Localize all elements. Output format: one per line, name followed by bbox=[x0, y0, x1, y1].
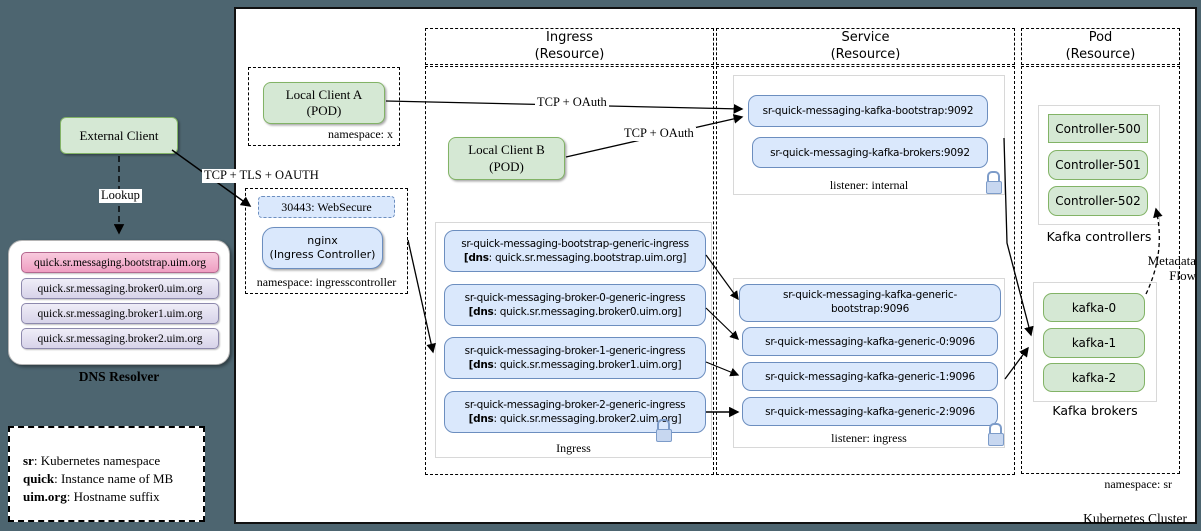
local-client-a-node: Local Client A (POD) bbox=[263, 82, 385, 124]
tcp-oauth-label-a: TCP + OAuth bbox=[535, 95, 609, 110]
lookup-edge-label: Lookup bbox=[99, 188, 142, 203]
kafka-0-pod: kafka-0 bbox=[1043, 293, 1145, 322]
dns-resolver-panel: quick.sr.messaging.bootstrap.uim.org qui… bbox=[8, 240, 230, 365]
lock-icon bbox=[988, 423, 1004, 446]
namespace-ingresscontroller-label: namespace: ingresscontroller bbox=[256, 275, 397, 289]
column-header-pod: Pod (Resource) bbox=[1021, 28, 1180, 65]
service-node-generic-2-9096: sr-quick-messaging-kafka-generic-2:9096 bbox=[742, 397, 998, 426]
pod-label: Controller-502 bbox=[1055, 194, 1141, 208]
nodeport-websecure-label: 30443: WebSecure bbox=[281, 199, 372, 214]
controller-502-pod: Controller-502 bbox=[1048, 186, 1148, 216]
ingress-rule-broker-2: sr-quick-messaging-broker-2-generic-ingr… bbox=[444, 391, 706, 433]
ingress-rule-dns: [dns: quick.sr.messaging.bootstrap.uim.o… bbox=[463, 252, 687, 264]
ingress-rule-name: sr-quick-messaging-broker-0-generic-ingr… bbox=[464, 291, 686, 304]
service-node-label: sr-quick-messaging-kafka-generic-1:9096 bbox=[765, 370, 975, 383]
controller-500-pod: Controller-500 bbox=[1048, 114, 1148, 143]
ingress-rule-broker-1: sr-quick-messaging-broker-1-generic-ingr… bbox=[444, 337, 706, 379]
ingress-header-line2: (Resource) bbox=[534, 46, 605, 62]
service-node-label-line1: sr-quick-messaging-kafka-generic- bbox=[782, 289, 958, 302]
service-node-label: sr-quick-messaging-kafka-generic-0:9096 bbox=[765, 335, 975, 348]
service-node-generic-bootstrap-9096: sr-quick-messaging-kafka-generic- bootst… bbox=[739, 284, 1001, 322]
kafka-1-pod: kafka-1 bbox=[1043, 328, 1145, 358]
lock-icon bbox=[986, 171, 1002, 194]
pod-header-line2: (Resource) bbox=[1065, 46, 1136, 62]
listener-internal-label: listener: internal bbox=[829, 178, 909, 192]
namespace-sr-label: namespace: sr bbox=[1104, 477, 1172, 491]
service-node-generic-1-9096: sr-quick-messaging-kafka-generic-1:9096 bbox=[742, 362, 998, 391]
legend-panel: sr: Kubernetes namespace quick: Instance… bbox=[8, 426, 205, 522]
ingress-group-label: Ingress bbox=[556, 441, 591, 455]
listener-ingress-label: listener: ingress bbox=[831, 431, 907, 445]
local-client-b-line1: Local Client B bbox=[468, 142, 545, 158]
pod-header-line1: Pod bbox=[1088, 29, 1113, 45]
local-client-b-node: Local Client B (POD) bbox=[448, 137, 565, 180]
kubernetes-cluster-label: Kubernetes Cluster bbox=[1083, 511, 1187, 526]
controller-501-pod: Controller-501 bbox=[1048, 150, 1148, 180]
nginx-label-line1: nginx bbox=[307, 233, 338, 247]
service-node-label: sr-quick-messaging-kafka-bootstrap:9092 bbox=[762, 105, 974, 117]
service-internal-group bbox=[733, 75, 1005, 195]
service-header-line1: Service bbox=[841, 29, 890, 45]
ingress-rule-dns: [dns: quick.sr.messaging.broker0.uim.org… bbox=[468, 306, 682, 318]
service-header-line2: (Resource) bbox=[830, 46, 901, 62]
lock-icon bbox=[656, 419, 672, 442]
legend-line-sr: sr: Kubernetes namespace bbox=[23, 453, 161, 468]
ingress-rule-dns: [dns: quick.sr.messaging.broker1.uim.org… bbox=[468, 359, 682, 371]
kafka-2-pod: kafka-2 bbox=[1043, 363, 1145, 392]
pod-label: kafka-1 bbox=[1071, 336, 1117, 350]
service-node-kafka-bootstrap-9092: sr-quick-messaging-kafka-bootstrap:9092 bbox=[748, 95, 988, 127]
service-node-label-line2: bootstrap:9096 bbox=[830, 303, 910, 315]
external-client-label: External Client bbox=[79, 127, 159, 143]
kafka-brokers-label: Kafka brokers bbox=[1052, 403, 1138, 418]
service-node-label: sr-quick-messaging-kafka-brokers:9092 bbox=[770, 146, 970, 159]
pod-label: kafka-2 bbox=[1071, 370, 1117, 385]
local-client-b-line2: (POD) bbox=[489, 158, 524, 174]
legend-line-quick: quick: Instance name of MB bbox=[23, 470, 174, 486]
ingress-rule-name: sr-quick-messaging-bootstrap-generic-ing… bbox=[461, 237, 689, 250]
legend-line-uimorg: uim.org: Hostname suffix bbox=[23, 488, 160, 504]
dns-entry-broker0: quick.sr.messaging.broker0.uim.org bbox=[21, 278, 219, 299]
external-client-node: External Client bbox=[60, 117, 178, 154]
kafka-controllers-label: Kafka controllers bbox=[1046, 229, 1152, 244]
column-header-service: Service (Resource) bbox=[716, 28, 1015, 65]
metadata-flow-line1: Metadata bbox=[1147, 253, 1196, 268]
service-node-kafka-brokers-9092: sr-quick-messaging-kafka-brokers:9092 bbox=[752, 137, 988, 168]
ingress-rule-name: sr-quick-messaging-broker-1-generic-ingr… bbox=[464, 344, 686, 357]
nginx-label-line2: (Ingress Controller) bbox=[269, 248, 376, 261]
local-client-a-line2: (POD) bbox=[306, 103, 342, 118]
namespace-x-label: namespace: x bbox=[328, 127, 393, 141]
dns-entry-broker2: quick.sr.messaging.broker2.uim.org bbox=[21, 328, 219, 349]
local-client-a-line1: Local Client A bbox=[285, 86, 363, 102]
tcp-tls-oauth-label: TCP + TLS + OAUTH bbox=[202, 168, 321, 183]
dns-entry-broker1: quick.sr.messaging.broker1.uim.org bbox=[21, 303, 219, 324]
column-header-ingress: Ingress (Resource) bbox=[425, 28, 714, 65]
ingress-header-line1: Ingress bbox=[546, 29, 593, 45]
pod-label: kafka-0 bbox=[1071, 300, 1117, 315]
ingress-rule-name: sr-quick-messaging-broker-2-generic-ingr… bbox=[464, 398, 686, 411]
nginx-ingress-controller-node: nginx (Ingress Controller) bbox=[262, 227, 383, 269]
service-node-label: sr-quick-messaging-kafka-generic-2:9096 bbox=[765, 405, 975, 418]
metadata-flow-label: Metadata Flow bbox=[1128, 253, 1196, 284]
ingress-rule-broker-0: sr-quick-messaging-broker-0-generic-ingr… bbox=[444, 284, 706, 326]
nodeport-websecure-node: 30443: WebSecure bbox=[258, 196, 395, 218]
pod-label: Controller-501 bbox=[1055, 158, 1141, 172]
ingress-rule-dns: [dns: quick.sr.messaging.broker2.uim.org… bbox=[468, 413, 682, 425]
metadata-flow-line2: Flow bbox=[1169, 267, 1196, 283]
dns-resolver-title: DNS Resolver bbox=[78, 369, 160, 384]
tcp-oauth-label-b: TCP + OAuth bbox=[622, 126, 696, 141]
pod-label: Controller-500 bbox=[1055, 121, 1141, 136]
ingress-rule-bootstrap: sr-quick-messaging-bootstrap-generic-ing… bbox=[444, 230, 706, 272]
service-node-generic-0-9096: sr-quick-messaging-kafka-generic-0:9096 bbox=[742, 327, 998, 356]
dns-entry-bootstrap: quick.sr.messaging.bootstrap.uim.org bbox=[21, 252, 219, 273]
